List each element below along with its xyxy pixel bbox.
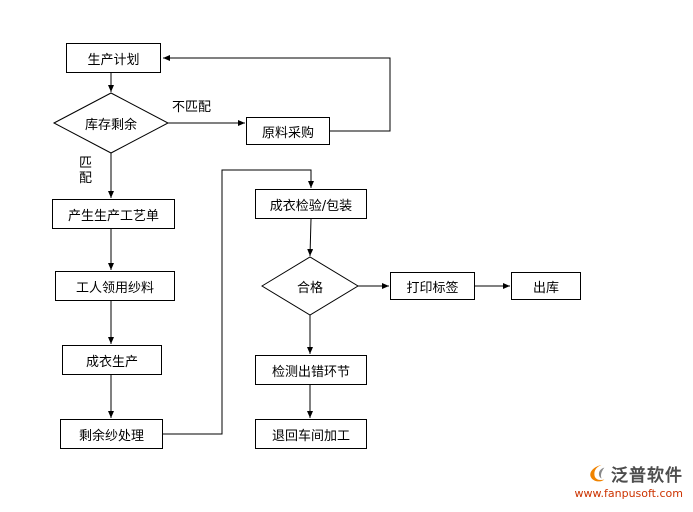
- node-garment-inspection-packaging: 成衣检验/包装: [255, 189, 367, 219]
- edge-label-match: 匹配: [79, 156, 93, 186]
- node-worker-receive-yarn: 工人领用纱料: [55, 271, 175, 301]
- brand-website: www.fanpusoft.com: [574, 487, 683, 500]
- node-detect-error-step: 检测出错环节: [255, 355, 367, 385]
- edge-inspection-to-qualified: [307, 218, 314, 257]
- decision-inventory-label: 库存剩余: [84, 117, 137, 133]
- edge-surplus-to-inspection: [163, 169, 314, 435]
- node-print-label: 打印标签: [390, 272, 475, 300]
- node-production-plan: 生产计划: [66, 43, 161, 73]
- node-return-workshop-rework: 退回车间加工: [255, 419, 367, 449]
- decision-qualified-label: 合格: [296, 280, 323, 296]
- edge-label-not-match: 不匹配: [172, 100, 212, 115]
- node-raw-material-purchase: 原料采购: [246, 117, 330, 145]
- brand-watermark: 泛普软件 www.fanpusoft.com: [575, 461, 683, 500]
- brand-logo-icon: [588, 464, 608, 484]
- node-surplus-yarn-handling: 剩余纱处理: [60, 419, 163, 449]
- edge-purchase-to-plan: [163, 55, 391, 132]
- node-garment-production: 成衣生产: [62, 345, 162, 375]
- node-create-process-sheet: 产生生产工艺单: [52, 199, 175, 229]
- brand-company-name: 泛普软件: [611, 466, 683, 486]
- node-outbound-warehouse: 出库: [511, 272, 581, 300]
